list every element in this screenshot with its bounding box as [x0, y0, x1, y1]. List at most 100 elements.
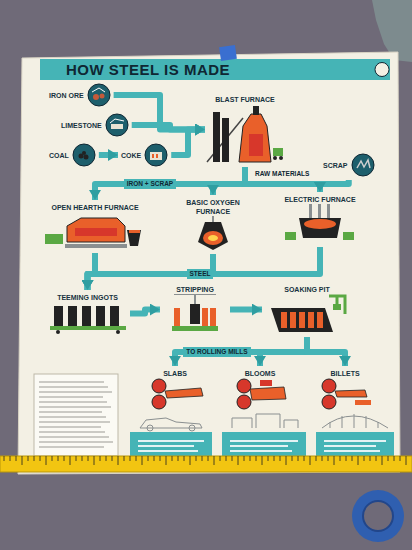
material-circle: COAL — [46, 140, 99, 170]
process-illustration — [205, 104, 285, 164]
process-illustration — [213, 112, 220, 162]
tape-measure — [16, 456, 17, 461]
notes-panel — [39, 422, 110, 423]
tape-measure — [40, 456, 41, 461]
tape-measure — [184, 456, 185, 461]
tape-measure — [238, 456, 239, 465]
process-illustration — [207, 118, 243, 162]
flow-band — [307, 337, 345, 366]
tape-measure — [34, 456, 35, 461]
stage-label: TEEMING INGOTS — [48, 293, 127, 302]
flow-band — [88, 247, 321, 290]
band-label: IRON + SCRAP — [124, 179, 176, 189]
process-illustration — [237, 395, 251, 409]
poster-sheet — [18, 52, 400, 474]
flow-band — [230, 307, 262, 313]
process-stage: BILLETS — [310, 366, 380, 413]
blue-tape — [219, 45, 237, 61]
tape-measure — [394, 456, 395, 461]
flow-band — [130, 310, 160, 314]
tape-measure — [94, 456, 95, 465]
tape-measure — [304, 456, 305, 461]
process-illustration — [203, 231, 223, 245]
process-illustration — [281, 312, 287, 328]
product-panels — [138, 450, 198, 452]
tape-measure — [406, 456, 407, 465]
process-illustration — [50, 326, 126, 330]
tape-measure — [250, 456, 251, 461]
process-stage: BASIC OXYGEN FURNACE — [180, 195, 246, 254]
tape-measure — [64, 456, 65, 461]
process-illustration — [317, 312, 323, 328]
product-panels — [140, 418, 202, 428]
tape-measure — [118, 456, 119, 465]
process-illustration — [127, 230, 141, 246]
process-stage: TEEMING INGOTS — [45, 290, 130, 337]
process-illustration — [249, 134, 263, 156]
process-illustration — [67, 218, 125, 242]
product-panels — [230, 450, 292, 452]
tape-measure — [214, 456, 215, 465]
process-illustration — [165, 388, 203, 398]
tape-measure — [0, 456, 412, 472]
process-illustration — [322, 379, 336, 393]
process-illustration — [333, 304, 341, 310]
process-illustration — [45, 212, 145, 250]
tape-measure — [46, 456, 47, 465]
material-icon — [83, 155, 88, 160]
product-panels — [138, 440, 204, 442]
material-icon — [73, 144, 95, 166]
tape-measure — [166, 456, 167, 465]
process-illustration — [65, 244, 127, 248]
product-panels — [322, 414, 388, 428]
process-illustration — [174, 308, 180, 326]
tape-measure — [376, 456, 377, 461]
process-illustration — [237, 379, 251, 393]
tape-measure — [352, 456, 353, 461]
flow-band — [171, 130, 205, 156]
process-stage: SOAKING PIT — [262, 282, 352, 337]
process-stage: BLOOMS — [225, 366, 295, 413]
process-illustration — [190, 304, 200, 324]
process-illustration — [343, 232, 354, 240]
notes-panel — [39, 387, 108, 388]
product-panels — [138, 440, 386, 452]
tape-measure — [160, 456, 161, 461]
stage-label: LIMESTONE — [61, 121, 102, 130]
flow-band — [175, 337, 307, 366]
tape-measure — [112, 456, 113, 461]
product-panels — [316, 432, 394, 458]
process-illustration — [172, 326, 218, 331]
material-icon — [144, 143, 168, 167]
stage-label: ELECTRIC FURNACE — [278, 195, 362, 204]
material-icon — [111, 124, 123, 129]
material-icon — [152, 154, 154, 158]
process-illustration — [355, 400, 371, 405]
notes-panel — [39, 417, 106, 418]
process-illustration — [285, 204, 355, 244]
process-illustration — [202, 308, 208, 326]
material-circle: SCRAP — [320, 150, 378, 180]
emblem — [375, 63, 389, 77]
flow-band — [213, 167, 245, 195]
stage-label: STRIPPING — [163, 285, 227, 294]
process-illustration — [273, 156, 277, 160]
tape-measure — [52, 456, 53, 461]
product-panels — [130, 432, 212, 458]
tape-measure — [196, 456, 197, 461]
product-panels — [230, 445, 288, 447]
tape-measure — [22, 456, 23, 465]
stage-label: BILLETS — [313, 369, 377, 378]
process-illustration — [253, 106, 259, 115]
tape-measure — [388, 456, 389, 461]
tape-measure — [124, 456, 125, 461]
material-icon — [92, 88, 105, 92]
tape-measure — [346, 456, 347, 461]
notes-panel — [34, 374, 118, 456]
tape-measure — [82, 456, 83, 461]
process-illustration — [315, 378, 375, 410]
band-label: STEEL — [187, 269, 214, 279]
product-panels — [324, 445, 376, 447]
process-illustration — [198, 222, 228, 250]
stage-label: COKE — [121, 151, 141, 160]
